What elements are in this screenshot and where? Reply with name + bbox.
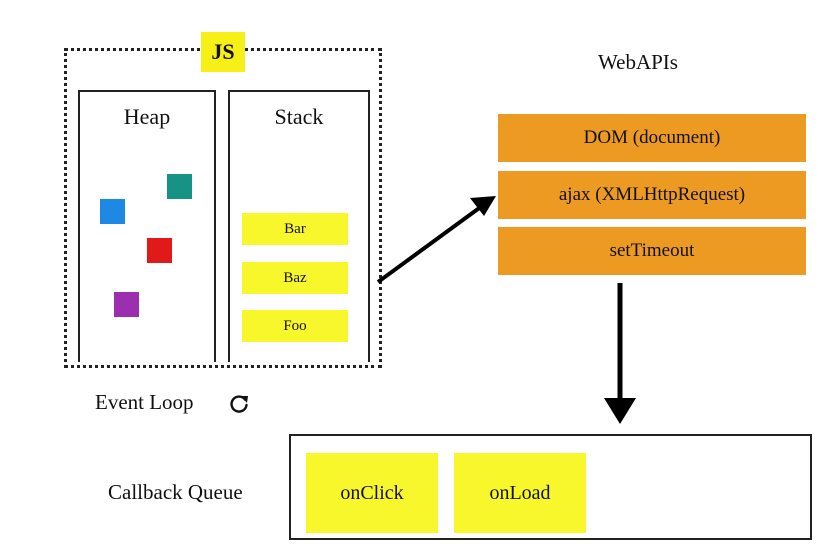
heap-object-purple (114, 292, 139, 317)
webapis-to-queue-arrow (604, 283, 636, 424)
refresh-icon (228, 393, 250, 420)
stack-panel: Stack (228, 90, 370, 362)
callback-queue-box (289, 434, 812, 540)
queue-item-onclick: onClick (306, 453, 438, 533)
stack-to-webapis-arrow (376, 196, 496, 284)
callback-queue-label: Callback Queue (108, 480, 243, 504)
heap-panel: Heap (78, 90, 216, 362)
queue-item-onload: onLoad (454, 453, 586, 533)
webapis-title: WebAPIs (598, 50, 678, 74)
heap-object-blue (100, 199, 125, 224)
heap-object-teal (167, 174, 192, 199)
heap-object-red (147, 238, 172, 263)
webapi-dom: DOM (document) (498, 114, 806, 162)
webapi-ajax: ajax (XMLHttpRequest) (498, 171, 806, 219)
stack-frame: Foo (242, 310, 348, 342)
heap-title: Heap (123, 104, 171, 129)
stack-frame: Bar (242, 213, 348, 245)
stack-title: Stack (274, 104, 324, 129)
webapi-settimeout: setTimeout (498, 227, 806, 275)
js-badge: JS (201, 32, 245, 72)
stack-frame: Baz (242, 262, 348, 294)
event-loop-label: Event Loop (95, 390, 194, 414)
